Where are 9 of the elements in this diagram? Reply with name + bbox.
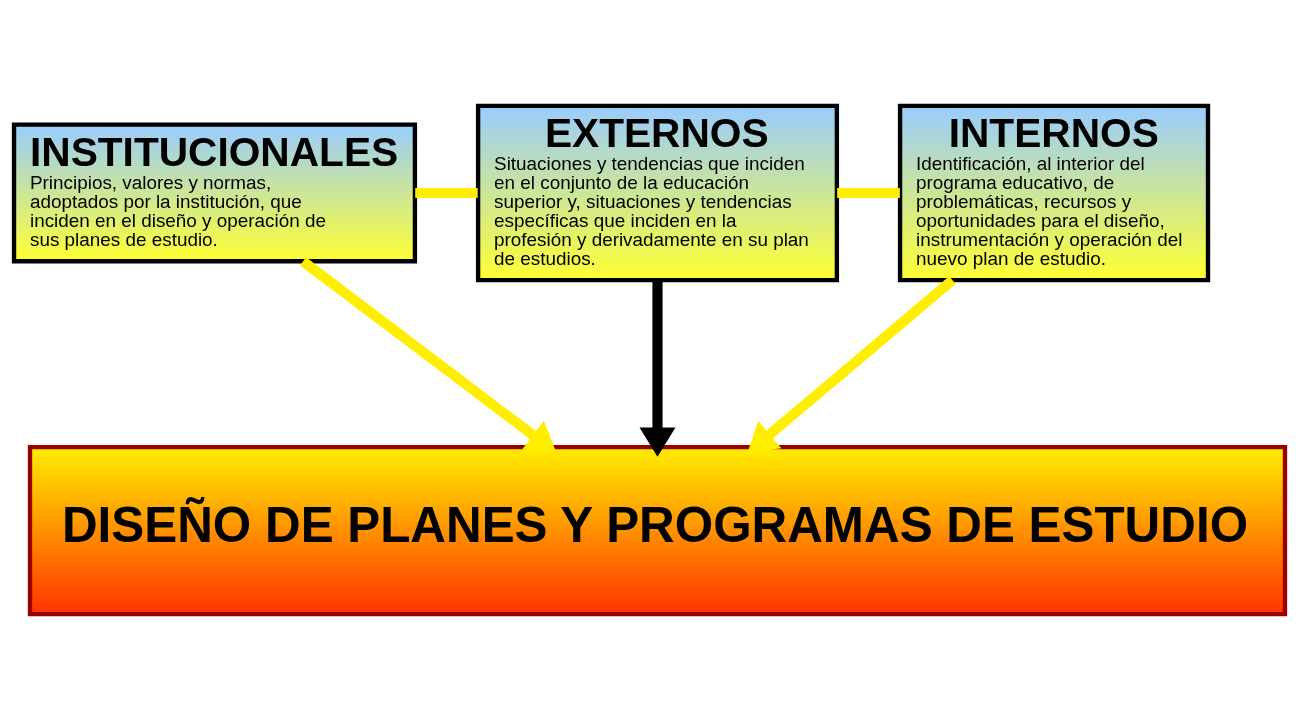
node-box: INTERNOS Identificación, al interior del programa educativo, de problemáticas, recursos y oportunidades para el diseño, instrumentación y operación del nuevo plan de estudio.	[897, 103, 1211, 283]
connector	[837, 187, 900, 199]
node-box: INSTITUCIONALES Principios, valores y normas, adoptados por la institución, que inciden en el diseño y operación de sus planes de estudio.	[11, 122, 418, 264]
arrow	[747, 276, 956, 454]
connector	[415, 187, 478, 199]
arrow	[300, 257, 557, 453]
node-box: DISEÑO DE PLANES Y PROGRAMAS DE ESTUDIO	[27, 444, 1288, 617]
arrow	[639, 280, 676, 457]
node-box: EXTERNOS Situaciones y tendencias que inciden en el conjunto de la educación superior y, situaciones y tendencias específicas que inciden en la profesión y derivadamente en su plan de estudios.	[475, 103, 840, 283]
